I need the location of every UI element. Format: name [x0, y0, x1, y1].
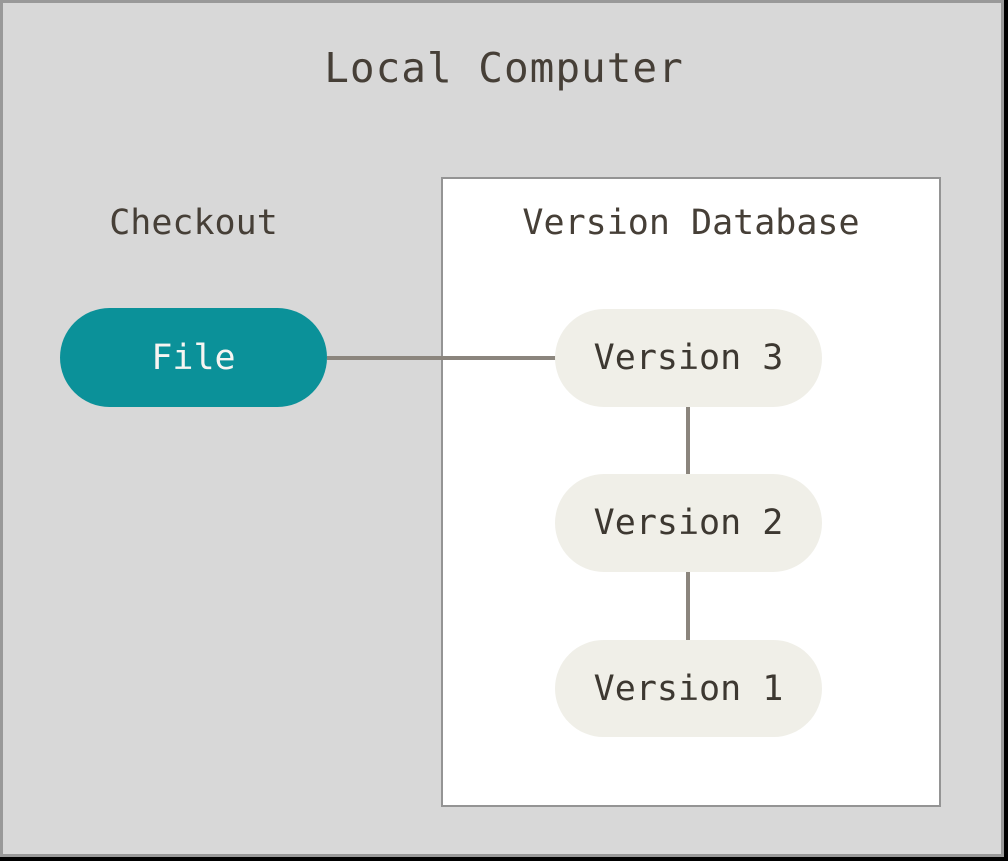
connector-version3-to-version2	[686, 407, 690, 475]
file-node: File	[60, 308, 327, 407]
connector-file-to-version3	[327, 356, 556, 360]
version-2-node: Version 2	[555, 474, 822, 572]
version-1-node: Version 1	[555, 640, 822, 737]
checkout-label: Checkout	[109, 203, 278, 243]
connector-version2-to-version1	[686, 572, 690, 641]
diagram-title: Local Computer	[324, 44, 684, 92]
version-database-title: Version Database	[522, 203, 860, 243]
version-3-node: Version 3	[555, 309, 822, 407]
